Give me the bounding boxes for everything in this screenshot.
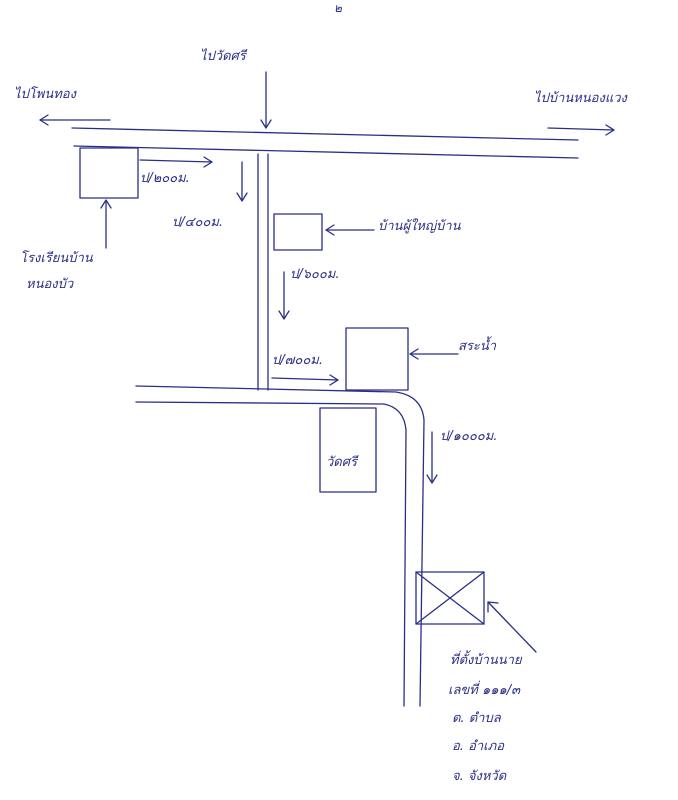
dist-700-label: ป/๗๐๐ม. xyxy=(272,353,323,368)
road-left-label: ไปโพนทอง xyxy=(14,87,76,102)
target-label-line4: อ. อำเภอ xyxy=(452,739,504,754)
road-right-arrow xyxy=(547,127,615,131)
target-label-line1: ที่ตั้งบ้านนาย xyxy=(450,653,522,668)
temple-box xyxy=(319,407,377,493)
dist-700-arrowhead xyxy=(329,374,339,386)
dist-400-label: ป/๔๐๐ม. xyxy=(172,215,224,230)
target-label-line3: ต. ตำบล xyxy=(452,711,501,726)
lower-road-top-curve xyxy=(135,385,425,707)
dist-1000-label: ป/๑๐๐๐ม. xyxy=(440,429,498,444)
office-pointer-arrowhead xyxy=(409,348,419,360)
house-pointer-arrowhead xyxy=(325,224,335,236)
lower-road-bottom-curve xyxy=(135,401,407,707)
house-label: บ้านผู้ใหญ่บ้าน xyxy=(378,219,461,234)
temple-label: วัดศรี xyxy=(326,455,357,470)
office-box xyxy=(345,327,409,391)
main-road-top-edge xyxy=(71,127,579,141)
office-label: สระน้ำ xyxy=(458,339,497,354)
dist-1000-arrowhead xyxy=(426,474,438,484)
road-top-center-label: ไปวัดศรี xyxy=(200,49,246,64)
school-label-line2: หนองบัว xyxy=(26,277,74,292)
house-box xyxy=(273,213,323,251)
road-right-label: ไปบ้านหนองแวง xyxy=(534,91,627,106)
school-pointer-arrowhead xyxy=(100,199,112,209)
dist-400-arrowhead xyxy=(236,192,248,202)
page-number: ๒ xyxy=(334,1,342,15)
dist-600-arrowhead xyxy=(278,310,290,320)
school-label-line1: โรงเรียนบ้าน xyxy=(20,251,93,266)
target-cross-b xyxy=(415,571,485,625)
target-pointer-line xyxy=(487,601,537,653)
target-box xyxy=(415,571,485,625)
school-box xyxy=(79,147,139,199)
main-road-bottom-edge xyxy=(73,145,579,159)
dist-200-arrowhead xyxy=(203,156,213,168)
top-center-arrowhead xyxy=(260,119,272,129)
target-label-line2: เลขที่ ๑๑๑/๓ xyxy=(448,683,521,698)
dist-600-label: ป/๖๐๐ม. xyxy=(290,267,340,282)
road-left-arrowhead xyxy=(39,114,49,126)
dist-200-arrow xyxy=(139,159,213,163)
target-pointer-arrowhead xyxy=(487,601,499,613)
road-right-arrowhead xyxy=(605,124,615,136)
dist-200-label: ป/๒๐๐ม. xyxy=(140,171,190,186)
dist-700-arrow xyxy=(271,377,339,381)
target-label-line5: จ. จังหวัด xyxy=(452,769,507,784)
